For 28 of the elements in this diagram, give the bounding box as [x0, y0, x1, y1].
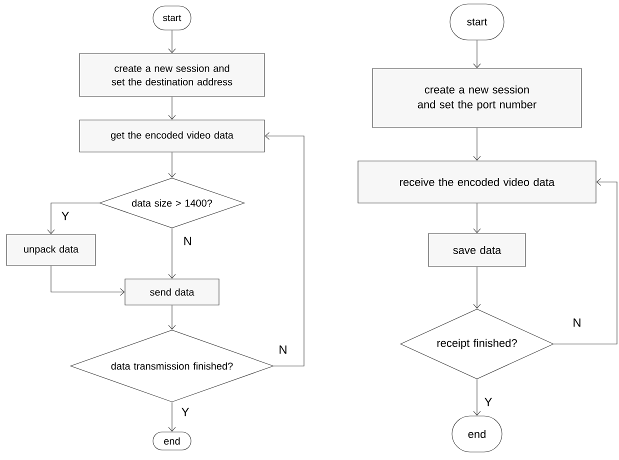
edge-label: Y	[180, 406, 190, 418]
arrow	[168, 30, 176, 54]
process-box: send data	[124, 278, 220, 306]
process-box: save data	[428, 233, 526, 267]
arrow	[264, 132, 304, 366]
process-box: unpack data	[6, 234, 96, 266]
arrow	[473, 128, 481, 161]
arrow	[47, 202, 100, 234]
edge-label: N	[278, 344, 288, 355]
edge-label: N	[182, 236, 193, 246]
arrow	[168, 228, 176, 279]
process-box: get the encoded video data	[79, 120, 265, 152]
arrow	[168, 152, 176, 178]
arrow	[168, 305, 176, 330]
process-box: create a new session and set the destination address	[79, 53, 265, 97]
arrow	[473, 40, 481, 68]
arrow	[168, 402, 176, 432]
edge-label: Y	[483, 396, 494, 408]
arrow	[50, 266, 125, 296]
process-box: receive the encoded video data	[358, 160, 596, 204]
edge-label: N	[572, 317, 582, 328]
arrow	[473, 266, 481, 309]
arrow	[168, 96, 176, 120]
arrow	[554, 178, 618, 344]
arrow	[473, 203, 481, 234]
arrow	[473, 379, 481, 416]
process-box: create a new session and set the port number	[372, 68, 582, 128]
edge-label: Y	[60, 210, 70, 222]
